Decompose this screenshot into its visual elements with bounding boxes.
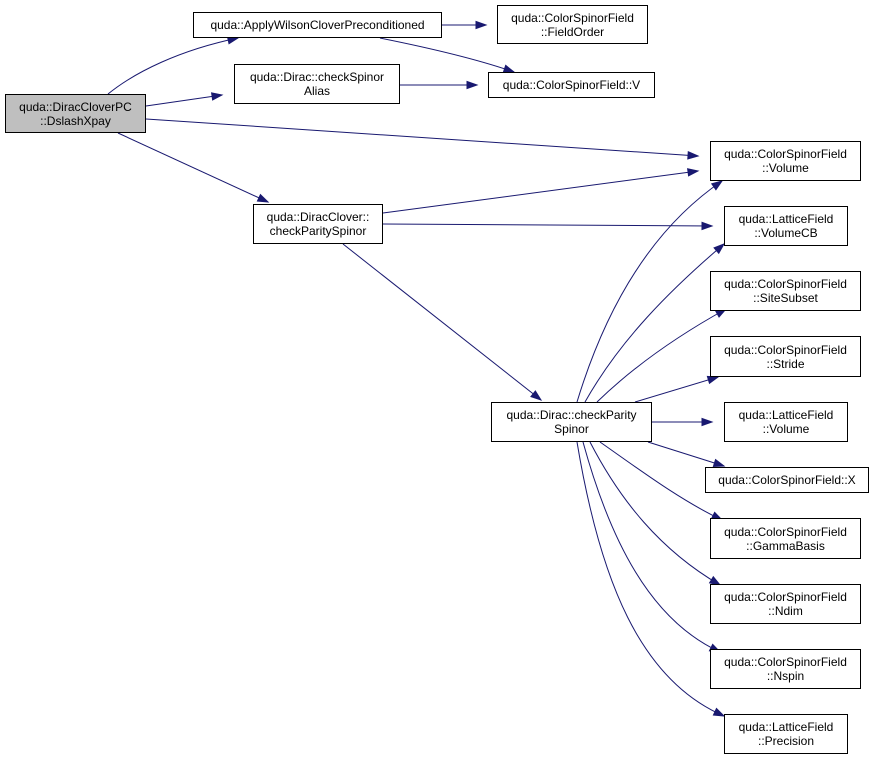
node-label-line1: quda::DiracClover:: (266, 210, 370, 224)
node-label-line1: quda::ColorSpinorField (724, 342, 847, 357)
node-label-line1: quda::LatticeField (738, 720, 834, 734)
edge-root-to-checkalias-arrowhead (210, 92, 224, 101)
node-label-line2: ::Volume (762, 422, 810, 436)
edge-root-to-volume-arrowhead (687, 150, 700, 160)
node-label-line1: quda::ApplyWilsonCloverPreconditioned (210, 18, 425, 32)
node-label-line1: quda::ColorSpinorField::V (502, 78, 641, 92)
edge-root-to-clovercheck-arrowhead (256, 193, 270, 203)
node-colorspinorfield-gammabasis[interactable]: quda::ColorSpinorField ::GammaBasis (710, 518, 861, 559)
edge-apply-to-fieldorder (442, 20, 488, 30)
node-label-line2: ::FieldOrder (540, 24, 605, 39)
node-latticefield-volume[interactable]: quda::LatticeField ::Volume (724, 402, 848, 442)
node-label-line1: quda::Dirac::checkSpinor (249, 70, 385, 84)
edge-clovercheck-to-volumecb (382, 221, 714, 231)
node-colorspinorfield-ndim[interactable]: quda::ColorSpinorField ::Ndim (710, 584, 861, 624)
node-colorspinorfield-v[interactable]: quda::ColorSpinorField::V (488, 72, 655, 98)
edge-diraccheck-to-nspin (582, 441, 722, 653)
node-colorspinorfield-nspin[interactable]: quda::ColorSpinorField ::Nspin (710, 649, 861, 689)
edge-diraccheck-to-precision-arrowhead (712, 707, 726, 717)
node-colorspinorfield-sitesubset[interactable]: quda::ColorSpinorField ::SiteSubset (710, 271, 861, 311)
edge-diraccheck-to-ndim (589, 441, 722, 586)
node-label-line2: checkParitySpinor (269, 224, 367, 238)
node-label-line1: quda::DiracCloverPC (19, 99, 132, 114)
edge-root-to-checkalias (145, 92, 224, 107)
node-latticefield-volumecb[interactable]: quda::LatticeField ::VolumeCB (724, 206, 848, 246)
edge-diraccheck-to-volumecb-arrowhead (713, 243, 726, 255)
node-label-line1: quda::ColorSpinorField (724, 590, 847, 604)
node-diraccloverpc-dslashxpay: quda::DiracCloverPC ::DslashXpay (5, 94, 146, 133)
node-colorspinorfield-volume[interactable]: quda::ColorSpinorField ::Volume (710, 141, 861, 181)
node-label-line1: quda::LatticeField (738, 408, 834, 422)
node-label-line2: ::Nspin (766, 669, 805, 683)
node-label-line2: ::VolumeCB (754, 226, 818, 240)
edge-clovercheck-to-volume (382, 168, 700, 214)
node-label-line1: quda::ColorSpinorField (724, 147, 847, 161)
edge-diraccheck-to-ndim-arrowhead (708, 575, 722, 586)
node-latticefield-precision[interactable]: quda::LatticeField ::Precision (724, 714, 848, 754)
node-colorspinorfield-fieldorder[interactable]: quda::ColorSpinorField ::FieldOrder (497, 5, 648, 44)
node-label-line1: quda::ColorSpinorField (724, 655, 847, 669)
edge-apply-to-v (379, 37, 516, 73)
edge-checkalias-to-v-arrowhead (466, 80, 479, 90)
edge-checkalias-to-v (400, 80, 479, 90)
node-applywilsoncloverpreconditioned[interactable]: quda::ApplyWilsonCloverPreconditioned (193, 12, 442, 38)
node-label-line1: quda::Dirac::checkParity (506, 408, 637, 422)
node-dirac-checkspinoralias[interactable]: quda::Dirac::checkSpinor Alias (234, 64, 400, 104)
node-label-line2: ::SiteSubset (753, 291, 818, 305)
node-label-line1: quda::ColorSpinorField (724, 524, 847, 539)
node-colorspinorfield-x[interactable]: quda::ColorSpinorField::X (705, 467, 869, 493)
node-label-line2: ::DslashXpay (40, 113, 111, 128)
node-diracclover-checkparityspinor[interactable]: quda::DiracClover:: checkParitySpinor (253, 204, 383, 244)
edge-diraccheck-to-x-arrowhead (712, 458, 726, 467)
edge-apply-to-fieldorder-arrowhead (475, 20, 488, 30)
node-label-line2: ::Precision (757, 734, 815, 748)
edge-diraccheck-to-x (647, 441, 726, 467)
edge-root-to-clovercheck (117, 132, 270, 203)
edge-clovercheck-to-diraccheck-arrowhead (530, 390, 543, 401)
edge-clovercheck-to-volumecb-arrowhead (701, 221, 714, 231)
node-label-line2: Spinor (554, 422, 589, 436)
edge-diraccheck-to-lfvolume (652, 417, 714, 427)
node-label-line2: ::Ndim (768, 604, 803, 618)
edge-root-to-apply (107, 36, 240, 95)
node-label-line1: quda::LatticeField (738, 212, 834, 226)
node-colorspinorfield-stride[interactable]: quda::ColorSpinorField ::Stride (710, 336, 861, 377)
edge-diraccheck-to-gammabasis (599, 441, 724, 521)
edge-diraccheck-to-volume-arrowhead (710, 180, 724, 191)
node-label-line2: ::GammaBasis (746, 538, 825, 553)
edge-diraccheck-to-volumecb (584, 243, 726, 403)
node-label-line1: quda::ColorSpinorField (511, 10, 634, 25)
node-dirac-checkparityspinor[interactable]: quda::Dirac::checkParity Spinor (491, 402, 652, 442)
node-label-line2: ::Volume (762, 161, 809, 175)
edge-root-to-volume (145, 118, 700, 160)
node-label-line2: ::Stride (766, 356, 805, 371)
edge-diraccheck-to-stride-arrowhead (706, 375, 720, 385)
edge-clovercheck-to-volume-arrowhead (687, 168, 700, 177)
node-label-line2: Alias (303, 84, 330, 98)
edge-clovercheck-to-diraccheck (342, 243, 543, 401)
edge-diraccheck-to-volume (576, 180, 724, 403)
node-label-line1: quda::ColorSpinorField::X (718, 473, 856, 487)
edge-diraccheck-to-stride (634, 375, 720, 403)
edge-diraccheck-to-lfvolume-arrowhead (701, 417, 714, 427)
edge-diraccheck-to-sitesubset (596, 308, 728, 403)
edge-diraccheck-to-precision (576, 441, 726, 717)
node-label-line1: quda::ColorSpinorField (724, 277, 847, 291)
